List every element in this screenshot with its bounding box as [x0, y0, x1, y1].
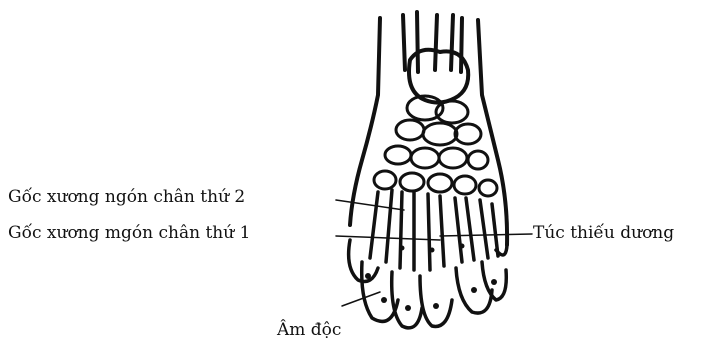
label-first-toe-base: Gốc xương mgón chân thứ 1 — [8, 225, 250, 242]
label-tuc-thieu-duong: Túc thiếu dương — [533, 225, 674, 242]
leg-bones — [403, 12, 462, 72]
metatarsal-bones — [370, 190, 498, 270]
tarsal-bones — [374, 96, 497, 196]
label-second-toe-base: Gốc xương ngón chân thứ 2 — [8, 189, 245, 206]
leader-lines — [336, 200, 532, 306]
toes — [349, 240, 507, 328]
label-am-doc: Âm độc — [277, 322, 341, 339]
